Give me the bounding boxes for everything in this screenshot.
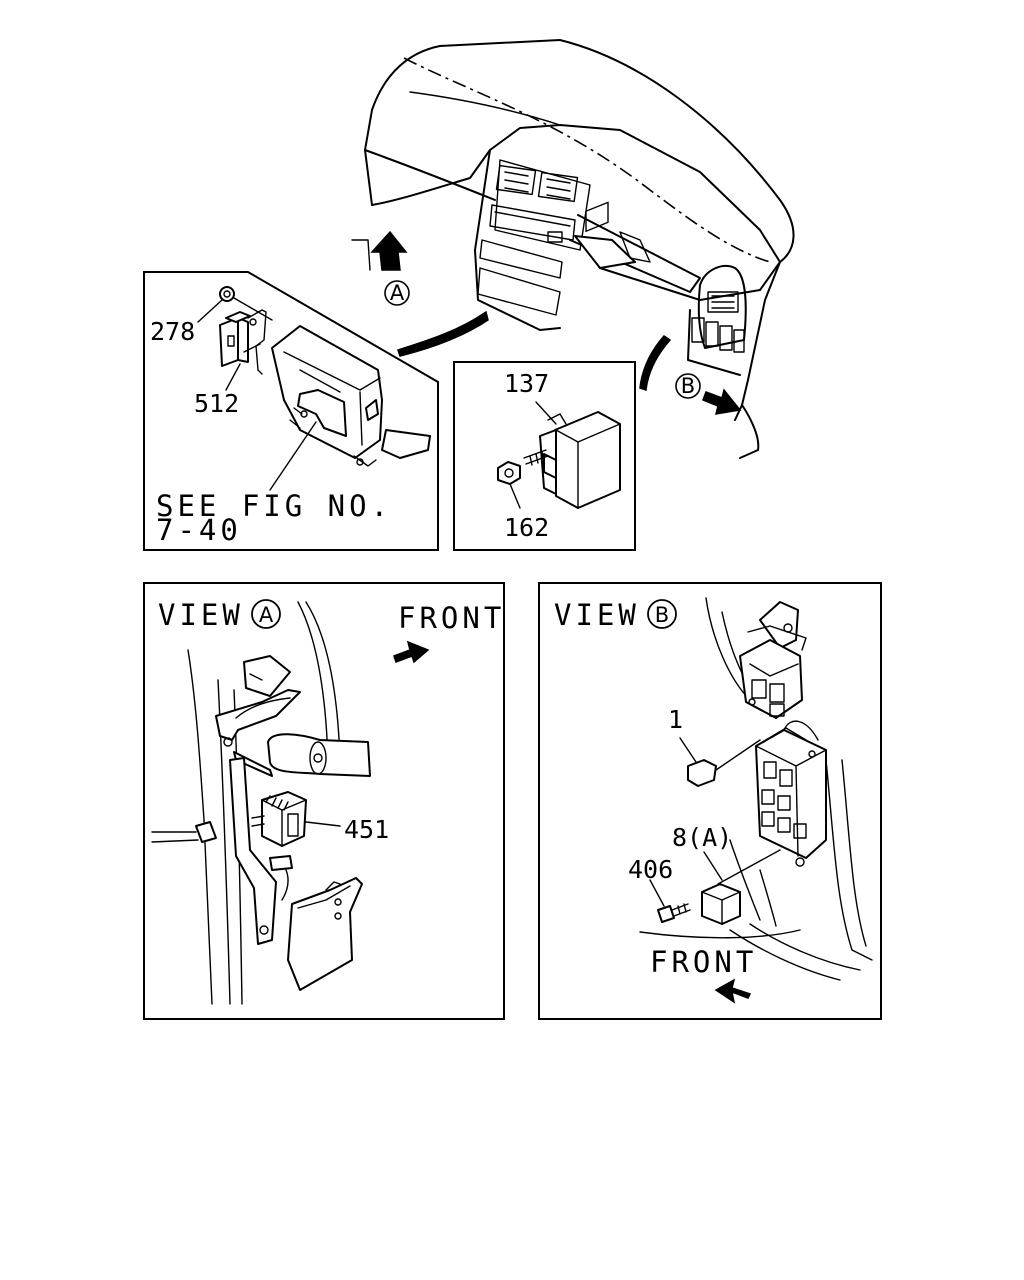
view-a-front-label: FRONT (398, 601, 505, 635)
svg-text:A: A (390, 281, 405, 305)
svg-text:B: B (655, 603, 669, 627)
control-unit-icon (539, 201, 621, 509)
relay-icon (701, 883, 741, 925)
nut-icon (219, 286, 235, 302)
view-b-front-label: FRONT (650, 945, 757, 979)
dashboard-illustration (364, 39, 795, 459)
detail-panel-middle: 137 162 (453, 201, 636, 551)
view-a-panel: VIEW A FRONT (143, 582, 505, 1020)
callout-278: 278 (150, 317, 195, 346)
callout-406: 406 (628, 855, 673, 884)
view-a-direction-arrow-icon (351, 230, 408, 271)
view-b-marker-main: B (675, 373, 701, 399)
nut-icon (497, 461, 521, 485)
view-b-marker: B (647, 599, 677, 629)
svg-text:B: B (681, 374, 695, 398)
view-a-marker: A (251, 599, 281, 629)
connector-icon (687, 739, 761, 787)
callout-8a: 8(A) (672, 823, 732, 852)
svg-text:A: A (259, 603, 274, 627)
detail-panel-left: 278 512 SEE FIG NO. 7-40 (143, 271, 439, 551)
see-fig-note: SEE FIG NO. (156, 489, 392, 523)
relay-icon (251, 791, 307, 847)
callout-1: 1 (668, 705, 683, 734)
view-b-title: VIEW (554, 598, 640, 632)
callout-162: 162 (504, 513, 549, 542)
bolt-icon (523, 449, 549, 466)
view-a-title: VIEW (158, 598, 244, 632)
see-fig-number: 7-40 (156, 513, 242, 547)
view-b-direction-arrow-icon (702, 388, 742, 415)
view-a-front-arrow-icon (393, 640, 430, 664)
callout-451: 451 (344, 815, 389, 844)
callout-137: 137 (504, 369, 549, 398)
view-a-marker-main: A (384, 280, 410, 306)
bolt-icon (657, 903, 691, 923)
view-b-panel: VIEW B FRONT (538, 582, 882, 1020)
callout-512: 512 (194, 389, 239, 418)
connector-icon (151, 821, 217, 843)
view-b-front-arrow-icon (714, 978, 752, 1004)
fuse-box-icon (755, 727, 827, 867)
